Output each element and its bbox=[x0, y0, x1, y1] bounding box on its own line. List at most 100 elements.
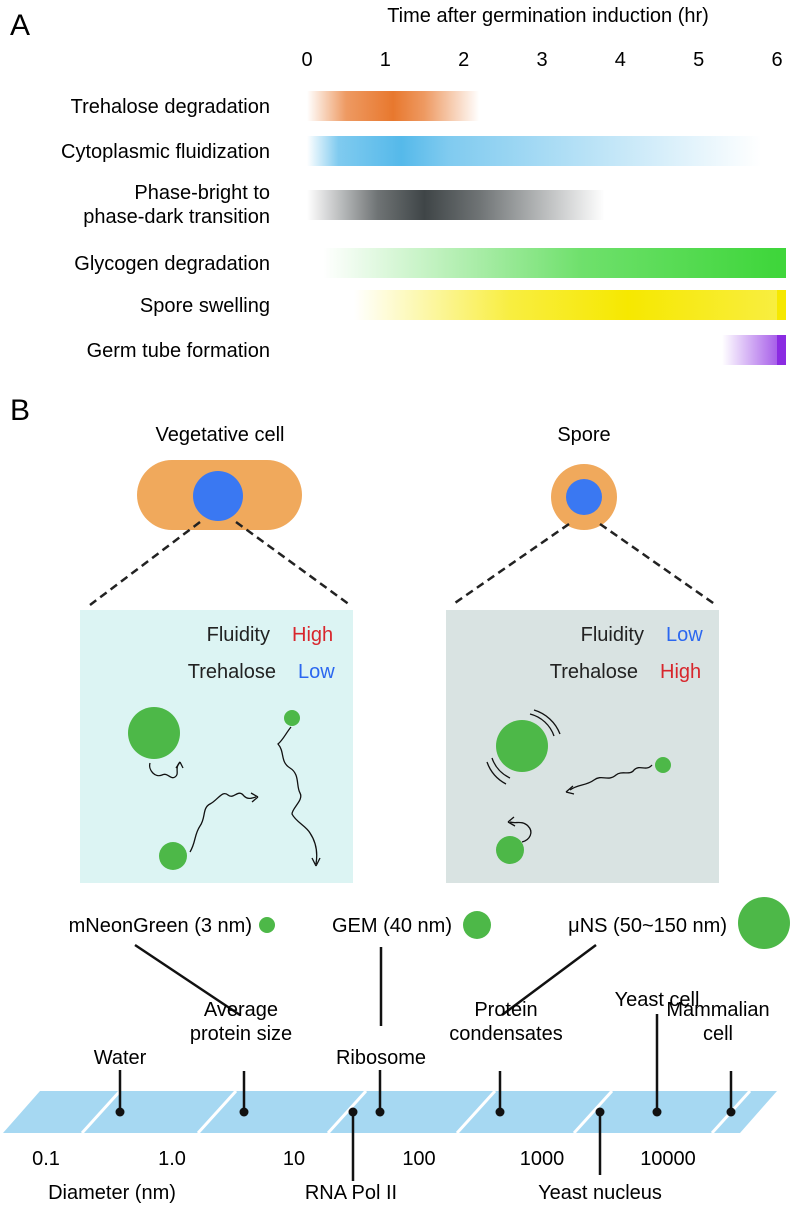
vegetative-cell-title: Vegetative cell bbox=[156, 424, 285, 446]
spore-zoom-line-right bbox=[599, 522, 717, 607]
probe-mns-dot bbox=[738, 897, 790, 949]
size-label-above-4: Yeast cell bbox=[615, 989, 700, 1011]
process-bar-3 bbox=[322, 248, 786, 278]
timeline-tick-0: 0 bbox=[301, 49, 312, 71]
veg-fluidity-label: Fluidity bbox=[207, 624, 270, 646]
timeline-tick-2: 2 bbox=[458, 49, 469, 71]
zoom-line-right bbox=[235, 520, 351, 607]
spore-jiggle-mark-bottom bbox=[491, 757, 511, 779]
process-label-3: Glycogen degradation bbox=[74, 253, 270, 275]
spore-jiggle-mark-bottom-outer bbox=[486, 761, 507, 785]
size-marker-dot bbox=[239, 1107, 249, 1117]
process-label-1: Cytoplasmic fluidization bbox=[61, 141, 270, 163]
size-tick-0.1: 0.1 bbox=[32, 1148, 60, 1170]
spore-large-particle bbox=[496, 720, 548, 772]
size-marker-dot bbox=[495, 1107, 505, 1117]
vegetative-cell-nucleus bbox=[193, 471, 243, 521]
timeline-tick-6: 6 bbox=[771, 49, 782, 71]
process-label-0: Trehalose degradation bbox=[71, 96, 270, 118]
size-marker-dot bbox=[726, 1107, 736, 1117]
decade-separator bbox=[326, 1089, 368, 1135]
veg-medium-trajectory bbox=[189, 792, 257, 853]
spore-small-particle bbox=[655, 757, 671, 773]
veg-small-trajectory bbox=[277, 726, 318, 865]
spore-small-trajectory bbox=[569, 764, 653, 791]
spore-medium-arrowhead bbox=[507, 816, 516, 827]
veg-large-arrowhead bbox=[175, 761, 184, 769]
panel-a-label: A bbox=[10, 9, 30, 42]
size-label-above-3: condensates bbox=[449, 1023, 562, 1045]
probe-mneongreen-leader bbox=[134, 943, 241, 1017]
timeline-tick-3: 3 bbox=[536, 49, 547, 71]
spore-medium-trajectory bbox=[509, 821, 532, 843]
veg-large-particle bbox=[128, 707, 180, 759]
spore-title: Spore bbox=[557, 424, 610, 446]
timeline-tick-5: 5 bbox=[693, 49, 704, 71]
veg-small-arrowhead bbox=[311, 857, 321, 867]
size-tick-1.0: 1.0 bbox=[158, 1148, 186, 1170]
size-scale-labels-below: RNA Pol II Yeast nucleus bbox=[305, 1107, 662, 1204]
timeline-tick-4: 4 bbox=[615, 49, 626, 71]
process-bar-5 bbox=[722, 335, 786, 365]
spore-small-arrowhead bbox=[565, 785, 575, 795]
timeline-tick-1: 1 bbox=[380, 49, 391, 71]
process-bar-1 bbox=[295, 136, 762, 166]
veg-medium-arrowhead bbox=[250, 792, 259, 803]
spore-trehalose-value: High bbox=[660, 661, 701, 683]
size-label-below-1: Yeast nucleus bbox=[538, 1182, 662, 1204]
panel-b-label: B bbox=[10, 394, 30, 427]
veg-trehalose-label: Trehalose bbox=[188, 661, 276, 683]
process-bar-0 bbox=[295, 91, 480, 121]
probe-mns-label: μNS (50~150 nm) bbox=[568, 915, 727, 937]
size-label-above-0: Water bbox=[94, 1047, 147, 1069]
size-label-above-1: Average bbox=[204, 999, 278, 1021]
probe-mneongreen-label: mNeonGreen (3 nm) bbox=[69, 915, 252, 937]
size-label-above-3: Protein bbox=[474, 999, 537, 1021]
process-bar-4 bbox=[354, 290, 786, 320]
probe-mns-leader bbox=[501, 943, 597, 1017]
size-marker-dot bbox=[375, 1107, 385, 1117]
process-label-2: Phase-bright to bbox=[134, 182, 270, 204]
size-marker-dot bbox=[652, 1107, 662, 1117]
size-tick-10: 10 bbox=[283, 1148, 305, 1170]
spore-fluidity-value: Low bbox=[666, 624, 703, 646]
decade-separator bbox=[455, 1089, 497, 1135]
size-label-above-5: cell bbox=[703, 1023, 733, 1045]
veg-fluidity-value: High bbox=[292, 624, 333, 646]
decade-separator bbox=[196, 1089, 238, 1135]
zoom-line-left bbox=[89, 521, 201, 606]
spore-medium-particle bbox=[496, 836, 524, 864]
timeline-ticks: 0 1 2 3 4 5 6 bbox=[301, 49, 782, 71]
veg-trehalose-value: Low bbox=[298, 661, 335, 683]
size-label-below-0: RNA Pol II bbox=[305, 1182, 397, 1204]
spore-fluidity-label: Fluidity bbox=[581, 624, 644, 646]
timeline-axis-title: Time after germination induction (hr) bbox=[387, 5, 709, 27]
spore-trehalose-label: Trehalose bbox=[550, 661, 638, 683]
size-marker-dot bbox=[115, 1107, 125, 1117]
size-tick-100: 100 bbox=[402, 1148, 435, 1170]
decade-separator bbox=[80, 1089, 122, 1135]
size-tick-10000: 10000 bbox=[640, 1148, 696, 1170]
probe-gem-dot bbox=[463, 911, 491, 939]
process-label-4: Spore swelling bbox=[140, 295, 270, 317]
size-label-above-1: protein size bbox=[190, 1023, 292, 1045]
spore-nucleus bbox=[566, 479, 602, 515]
veg-medium-particle bbox=[159, 842, 187, 870]
process-label-5: Germ tube formation bbox=[87, 340, 270, 362]
process-label-2: phase-dark transition bbox=[83, 206, 270, 228]
probe-mneongreen-dot bbox=[259, 917, 275, 933]
probe-gem-label: GEM (40 nm) bbox=[332, 915, 452, 937]
vegetative-cytoplasm-box bbox=[80, 610, 353, 883]
spore-cytoplasm-box bbox=[446, 610, 719, 883]
size-marker-dot bbox=[595, 1107, 605, 1117]
size-scale-axis-label: Diameter (nm) bbox=[48, 1182, 176, 1204]
veg-large-trajectory bbox=[149, 761, 181, 779]
spore-jiggle-mark-top-outer bbox=[533, 709, 561, 735]
size-label-above-5: Mammalian bbox=[666, 999, 769, 1021]
spore-jiggle-mark-top bbox=[529, 713, 555, 737]
size-label-above-2: Ribosome bbox=[336, 1047, 426, 1069]
process-bar-2 bbox=[295, 190, 605, 220]
